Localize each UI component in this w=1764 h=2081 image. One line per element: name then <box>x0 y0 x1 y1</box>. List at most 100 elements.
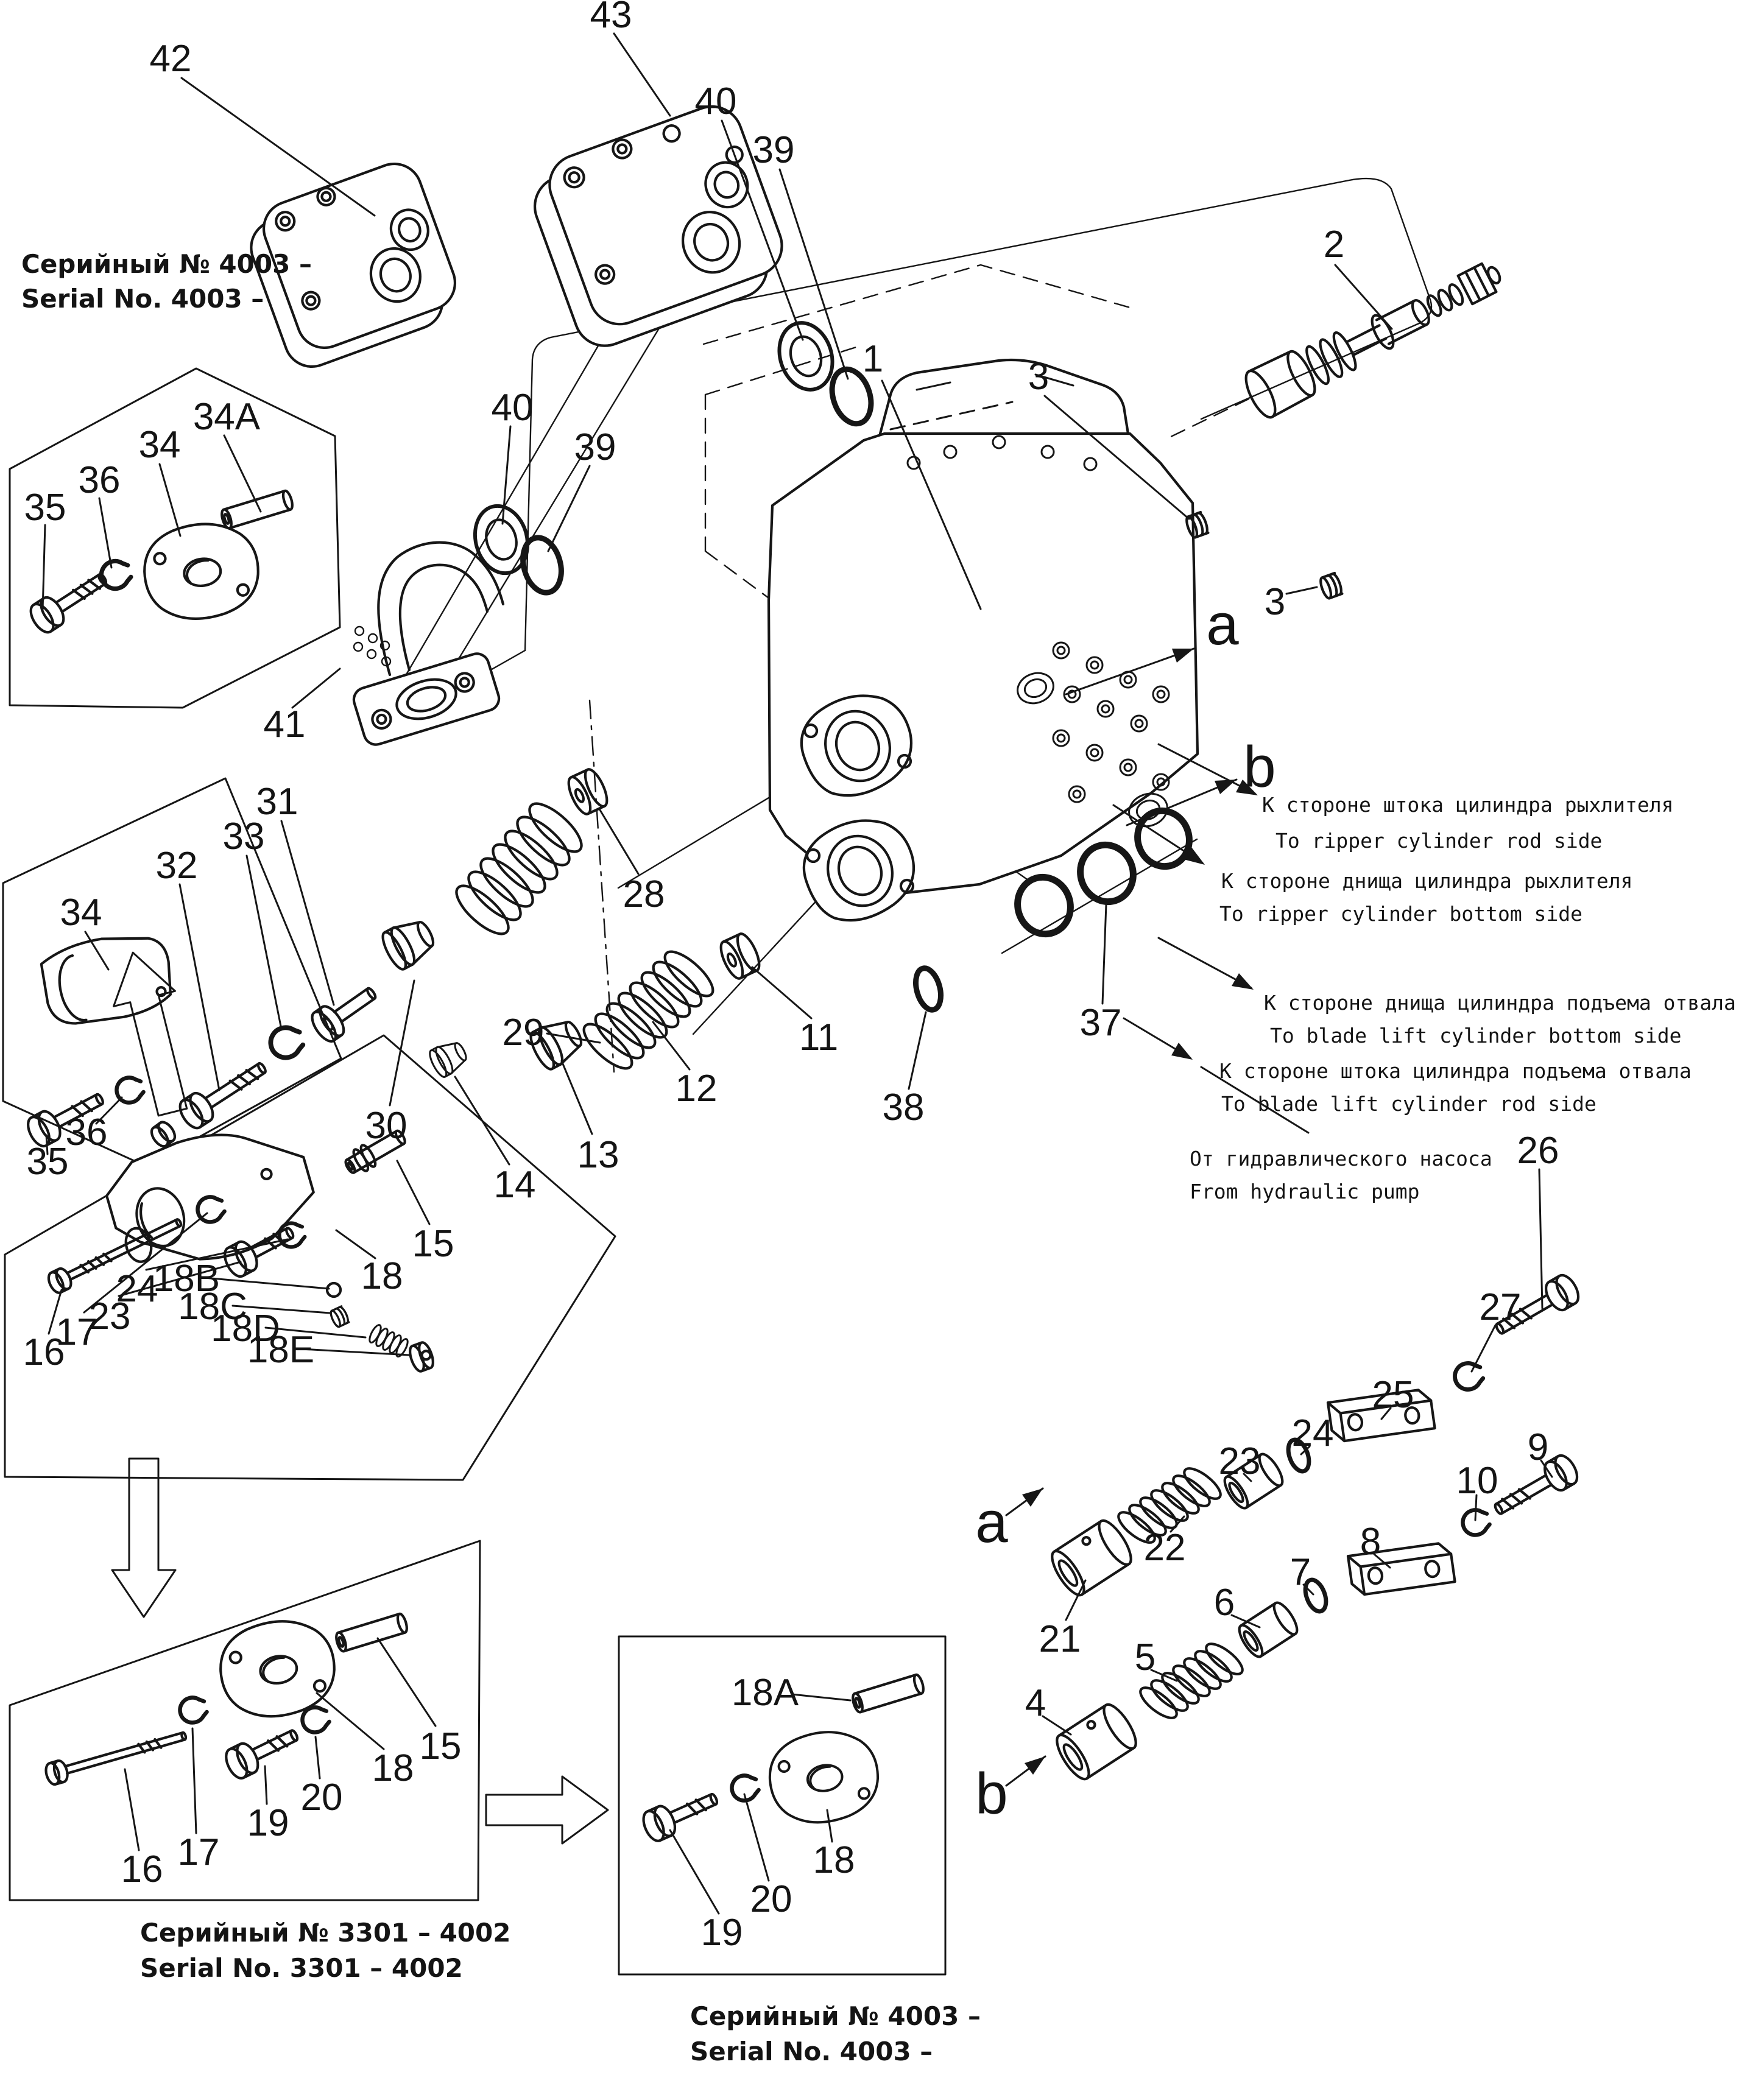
part-label-23: 23 <box>89 1295 131 1337</box>
bolt-32 <box>175 1062 267 1132</box>
part-label-19: 19 <box>701 1912 743 1954</box>
port-annotation-en-1: To ripper cylinder rod side <box>1275 829 1602 853</box>
part-label-6: 6 <box>1214 1582 1235 1624</box>
port-annotation-en-2: To ripper cylinder bottom side <box>1219 902 1582 926</box>
part-label-22: 22 <box>1144 1527 1186 1569</box>
port-annotation-ru-1: К стороне штока цилиндра рыхлителя <box>1262 793 1674 817</box>
spring-22 <box>1117 1467 1222 1544</box>
part-label-16: 16 <box>121 1848 163 1890</box>
port-annotation-en-4: To blade lift cylinder rod side <box>1221 1092 1596 1116</box>
ref-letter-b: b <box>975 1761 1007 1826</box>
part-label-41: 41 <box>264 703 306 745</box>
o-rings-37 <box>1014 807 1193 938</box>
valve-cover-43 <box>533 105 783 347</box>
part-label-12: 12 <box>676 1068 718 1110</box>
part-label-34: 34 <box>60 892 102 934</box>
port-annotation-ru-3: К стороне днища цилиндра подъема отвала <box>1264 991 1736 1015</box>
part-label-23: 23 <box>1219 1440 1261 1482</box>
cover-34 <box>40 937 172 1025</box>
snap-ring-27 <box>1452 1360 1485 1392</box>
part-label-25: 25 <box>1372 1374 1414 1416</box>
part-label-39: 39 <box>574 426 616 468</box>
serial-note-bl-en: Serial No. 3301 – 4002 <box>140 1953 463 1983</box>
part-label-3: 3 <box>1265 581 1285 623</box>
port-annotation-ru-2: К стороне днища цилиндра рыхлителя <box>1221 869 1633 893</box>
part-label-17: 17 <box>56 1311 98 1353</box>
sleeve-4 <box>1051 1700 1141 1784</box>
part-label-29: 29 <box>503 1012 545 1054</box>
piston-15 <box>344 1129 406 1174</box>
part-label-40: 40 <box>695 80 737 122</box>
part-label-18: 18 <box>372 1747 414 1789</box>
arrowhead-a-bottom <box>1022 1488 1043 1507</box>
part-label-13: 13 <box>577 1134 619 1176</box>
cluster-b <box>1051 1452 1581 1783</box>
arrowhead-port-3 <box>1232 973 1254 990</box>
serial-note-bm-en: Serial No. 4003 – <box>690 2037 933 2066</box>
part-label-38: 38 <box>883 1086 925 1129</box>
seal-ring-40-mid <box>473 504 530 576</box>
valve-cover-42 <box>250 162 457 368</box>
pipe-perforations <box>353 625 392 667</box>
port-annotation-en-3: To blade lift cylinder bottom side <box>1270 1024 1682 1048</box>
o-ring-38 <box>913 965 944 1013</box>
parts-row-main <box>175 767 763 1132</box>
cluster-a <box>1046 1272 1582 1599</box>
part-label-39: 39 <box>753 129 795 171</box>
part-label-33: 33 <box>223 815 265 857</box>
part-label-18E: 18E <box>247 1329 314 1371</box>
part-label-15: 15 <box>420 1725 462 1767</box>
part-label-18A: 18A <box>732 1672 799 1714</box>
part-label-18D: 18D <box>211 1308 280 1350</box>
part-label-32: 32 <box>156 845 198 887</box>
arrow-up <box>113 951 188 1117</box>
part-label-3: 3 <box>1028 356 1049 398</box>
arrowhead-port-1 <box>1236 780 1258 795</box>
part-label-35: 35 <box>24 487 66 529</box>
bolt-26 <box>1495 1272 1582 1335</box>
spool-assembly-2 <box>1244 262 1501 419</box>
part-label-36: 36 <box>79 459 121 501</box>
pin-34a <box>220 490 294 529</box>
part-label-36: 36 <box>66 1111 108 1153</box>
plug-3-lower <box>1319 572 1344 599</box>
port-annotation-ru-4: К стороне штока цилиндра подъема отвала <box>1219 1059 1692 1083</box>
bottom-box-serial3301 <box>9 1540 481 1901</box>
part-label-24: 24 <box>116 1268 158 1310</box>
arrowhead-b-bottom <box>1025 1756 1045 1775</box>
pin-18a <box>851 1674 925 1713</box>
bolt-35b <box>24 1093 104 1149</box>
part-label-10: 10 <box>1456 1460 1498 1502</box>
serial-note-top-ru: Серийный № 4003 – <box>21 249 312 279</box>
arrowhead-port-2 <box>1184 847 1205 865</box>
plug-18c <box>328 1305 351 1329</box>
part-label-21: 21 <box>1039 1618 1081 1660</box>
part-label-24: 24 <box>1292 1412 1334 1454</box>
pin-15b <box>334 1613 409 1652</box>
part-label-9: 9 <box>1528 1426 1548 1468</box>
bolt-16b <box>44 1731 188 1786</box>
seal-ring-40-top <box>777 321 834 392</box>
bushing-14 <box>426 1036 472 1080</box>
ball-18b <box>325 1281 342 1298</box>
retainer-11 <box>717 931 764 982</box>
screw-31 <box>311 987 377 1043</box>
inset-box-serial4003-top <box>9 367 341 709</box>
part-label-42: 42 <box>150 38 192 80</box>
spring-29 <box>455 802 583 935</box>
valve-top-cover-1 <box>878 358 1130 435</box>
arrow-down <box>111 1457 177 1618</box>
arrowhead-a-top <box>1172 649 1194 663</box>
bolt-19 <box>222 1729 299 1782</box>
part-label-37: 37 <box>1080 1002 1122 1044</box>
cover-plate-34 <box>139 517 264 625</box>
part-label-27: 27 <box>1480 1286 1522 1328</box>
part-label-1: 1 <box>863 338 883 380</box>
leader-lines <box>41 32 1553 1915</box>
part-label-4: 4 <box>1025 1682 1046 1724</box>
part-label-18: 18 <box>813 1839 855 1881</box>
o-ring-7 <box>1303 1577 1328 1614</box>
part-label-43: 43 <box>590 0 632 36</box>
